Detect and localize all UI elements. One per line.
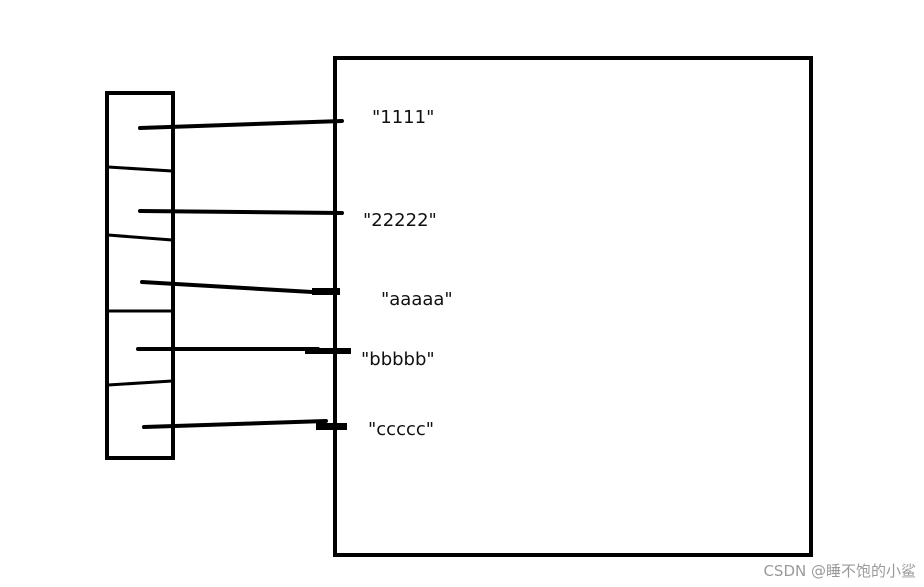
array-cell-divider xyxy=(107,233,173,242)
array-cell-divider xyxy=(107,165,173,173)
string-label-2: "22222" xyxy=(363,210,437,231)
reference-line-1 xyxy=(138,119,344,130)
reference-arrowhead-3 xyxy=(312,288,340,295)
array-cell-divider xyxy=(107,379,173,387)
string-label-3: "aaaaa" xyxy=(381,289,453,310)
string-pool-box xyxy=(333,56,813,557)
reference-arrowhead-4 xyxy=(305,348,351,354)
reference-line-5 xyxy=(142,419,328,429)
csdn-watermark: CSDN @睡不饱的小鲨 xyxy=(763,562,916,580)
string-label-1: "1111" xyxy=(372,107,434,128)
reference-line-3 xyxy=(140,280,314,294)
string-label-4: "bbbbb" xyxy=(361,349,435,370)
string-label-5: "ccccc" xyxy=(368,419,434,440)
reference-line-2 xyxy=(138,209,344,215)
reference-arrowhead-5 xyxy=(316,423,347,430)
array-box xyxy=(105,91,175,460)
